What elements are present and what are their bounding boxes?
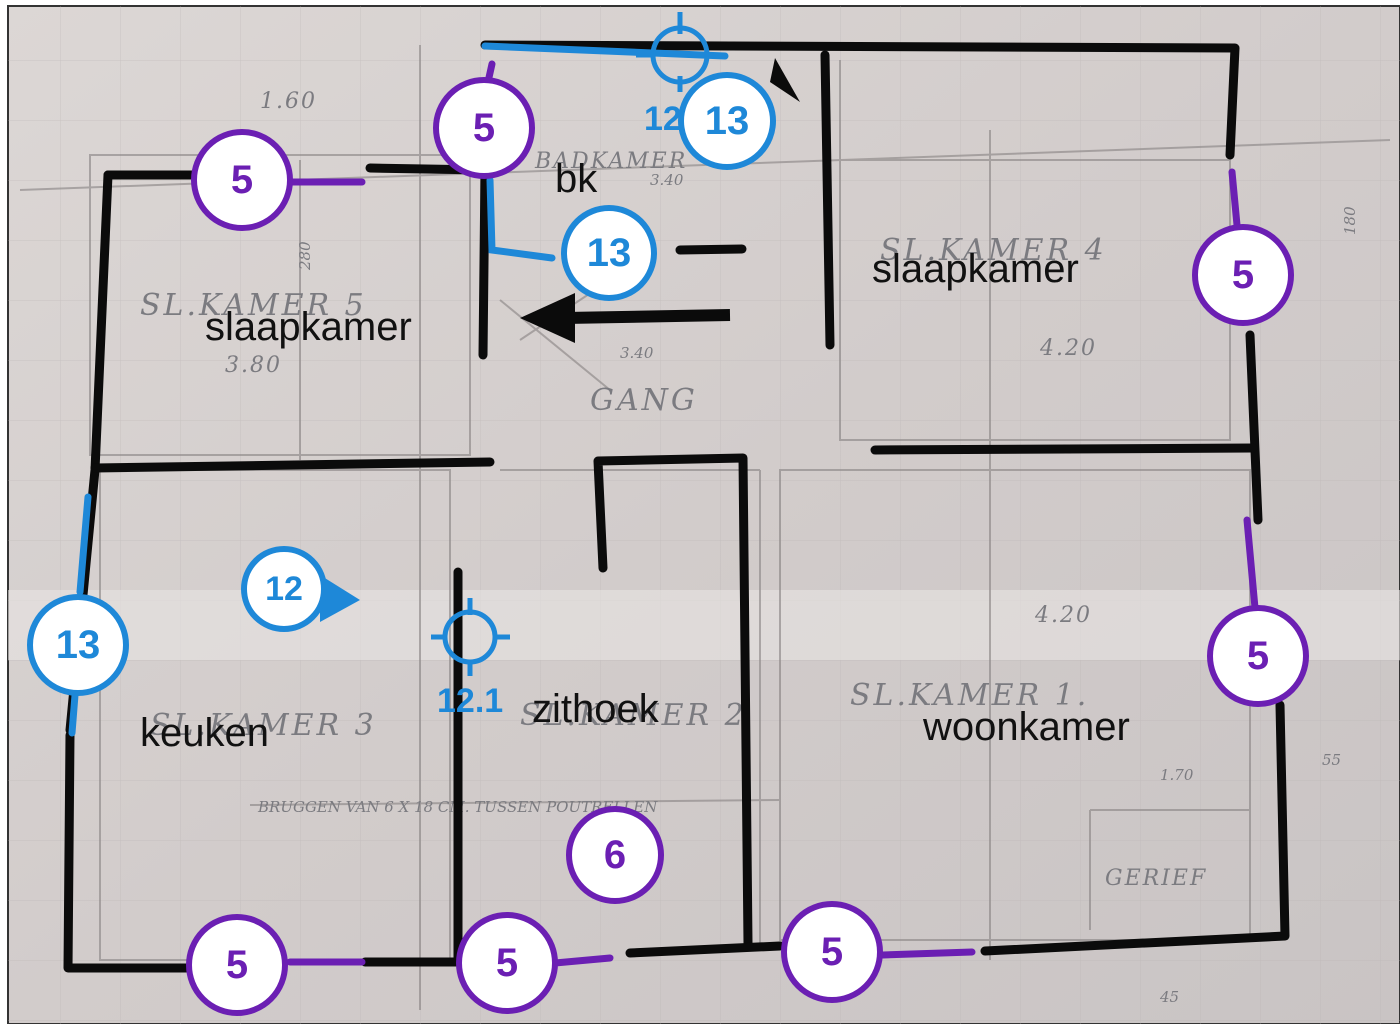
svg-text:13: 13	[56, 623, 101, 667]
scan-dim-420-top: 4.20	[1039, 336, 1097, 361]
scan-dim-280: 280	[296, 241, 314, 271]
scan-dim-380: 3.80	[225, 353, 282, 378]
badge-5-top-left[interactable]: 5	[191, 129, 293, 231]
scan-label-room4: SL.KAMER 4	[880, 233, 1107, 268]
scan-dim-160: 1.60	[260, 89, 317, 114]
badge-13-bathroom[interactable]: 13	[561, 205, 657, 301]
badge-5-bottom-center[interactable]: 5	[456, 912, 558, 1014]
badge-5-top-center[interactable]: 5	[433, 77, 535, 179]
arrow-left-head	[520, 293, 575, 343]
svg-text:5: 5	[1232, 253, 1254, 297]
room-label-bk: bk	[555, 157, 598, 201]
scan-label-gerief: GERIEF	[1105, 866, 1207, 891]
blue-wall-segments	[68, 42, 729, 737]
printed-plan-lines	[19, 45, 1391, 1010]
badge-6[interactable]: 6	[566, 806, 664, 904]
scanned-annotations: SL.KAMER 5 SL.KAMER 3 SL.KAMER 2 SL.KAME…	[140, 89, 1359, 1006]
arrow-left-shaft	[564, 309, 731, 324]
target-marker-top[interactable]	[636, 12, 722, 92]
room-label-slaapkamer-right: slaapkamer	[872, 247, 1079, 291]
svg-text:13: 13	[705, 99, 750, 143]
svg-text:5: 5	[226, 943, 248, 987]
badge-12-pointer[interactable]: 12	[241, 546, 360, 632]
room-labels: bk slaapkamer slaapkamer keuken zithoek …	[140, 157, 1130, 755]
scan-label-room3: SL.KAMER 3	[150, 708, 377, 743]
room-label-zithoek: zithoek	[532, 687, 660, 731]
svg-text:5: 5	[1247, 634, 1269, 678]
scan-label-badkamer: BADKAMER	[534, 149, 687, 174]
badge-5-bottom-right[interactable]: 5	[781, 901, 883, 1003]
room-label-keuken: keuken	[140, 711, 269, 755]
badge-5-bottom-left[interactable]: 5	[186, 914, 288, 1016]
scan-label-room1: SL.KAMER 1.	[850, 678, 1089, 713]
svg-text:6: 6	[604, 833, 626, 877]
scan-dim-340-top: 3.40	[650, 171, 684, 189]
svg-text:5: 5	[821, 930, 843, 974]
scan-label-room2: SL.KAMER 2	[520, 698, 747, 733]
paper-fold	[8, 590, 1400, 660]
scan-label-gang: GANG	[590, 383, 698, 418]
svg-text:5: 5	[231, 158, 253, 202]
badge-5-right-top[interactable]: 5	[1192, 224, 1294, 326]
scan-dim-170: 1.70	[1160, 766, 1194, 784]
tag-12-partial: 12	[644, 100, 682, 138]
scan-dim-420-bottom: 4.20	[1034, 603, 1092, 628]
svg-text:12: 12	[265, 570, 303, 608]
scan-label-room5: SL.KAMER 5	[140, 288, 367, 323]
room-label-woonkamer: woonkamer	[922, 705, 1130, 749]
badge-5-right-bottom[interactable]: 5	[1207, 605, 1309, 707]
scan-dim-55: 55	[1322, 751, 1341, 769]
purple-wall-segments	[286, 60, 1259, 967]
scan-dim-45: 45	[1159, 988, 1179, 1006]
scan-dim-340-mid: 3.40	[620, 344, 654, 362]
room-label-slaapkamer-left: slaapkamer	[205, 305, 412, 349]
svg-text:5: 5	[473, 106, 495, 150]
arrow-up-marker	[770, 58, 800, 102]
target-marker-12-1[interactable]	[431, 598, 510, 676]
badge-13-top[interactable]: 13	[678, 72, 776, 170]
tag-12-1: 12.1	[437, 682, 503, 720]
svg-text:5: 5	[496, 941, 518, 985]
svg-text:13: 13	[587, 231, 632, 275]
scan-dim-180: 180	[1341, 206, 1359, 235]
badge-13-left[interactable]: 13	[27, 594, 129, 696]
